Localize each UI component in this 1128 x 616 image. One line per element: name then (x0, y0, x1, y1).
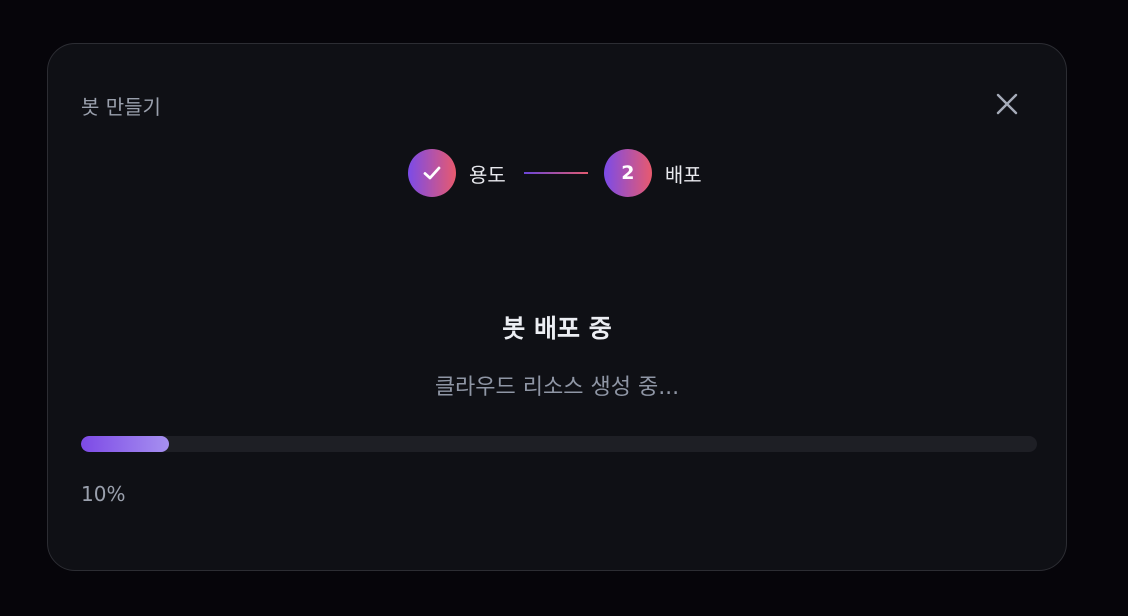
close-button[interactable] (994, 91, 1020, 117)
step-2-number: 2 (603, 149, 652, 197)
progress-fill (81, 436, 169, 452)
stepper: 용도 2 배포 (408, 148, 702, 198)
status-heading: 봇 배포 중 (502, 314, 612, 343)
step-1-label: 용도 (469, 162, 506, 187)
step-2-label: 배포 (664, 162, 702, 187)
dialog-title: 봇 만들기 (81, 95, 161, 119)
step-connector (523, 172, 588, 174)
close-icon (996, 93, 1018, 115)
check-icon (423, 166, 441, 180)
create-bot-dialog: 봇 만들기 용도 2 배포 봇 배포 중 클라우드 리소스 생성 중... 10… (47, 43, 1067, 571)
progress-percent: 10% (81, 482, 126, 506)
step-1-done-indicator (408, 149, 456, 197)
status-message: 클라우드 리소스 생성 중... (434, 375, 680, 400)
progress-bar (81, 436, 1037, 452)
